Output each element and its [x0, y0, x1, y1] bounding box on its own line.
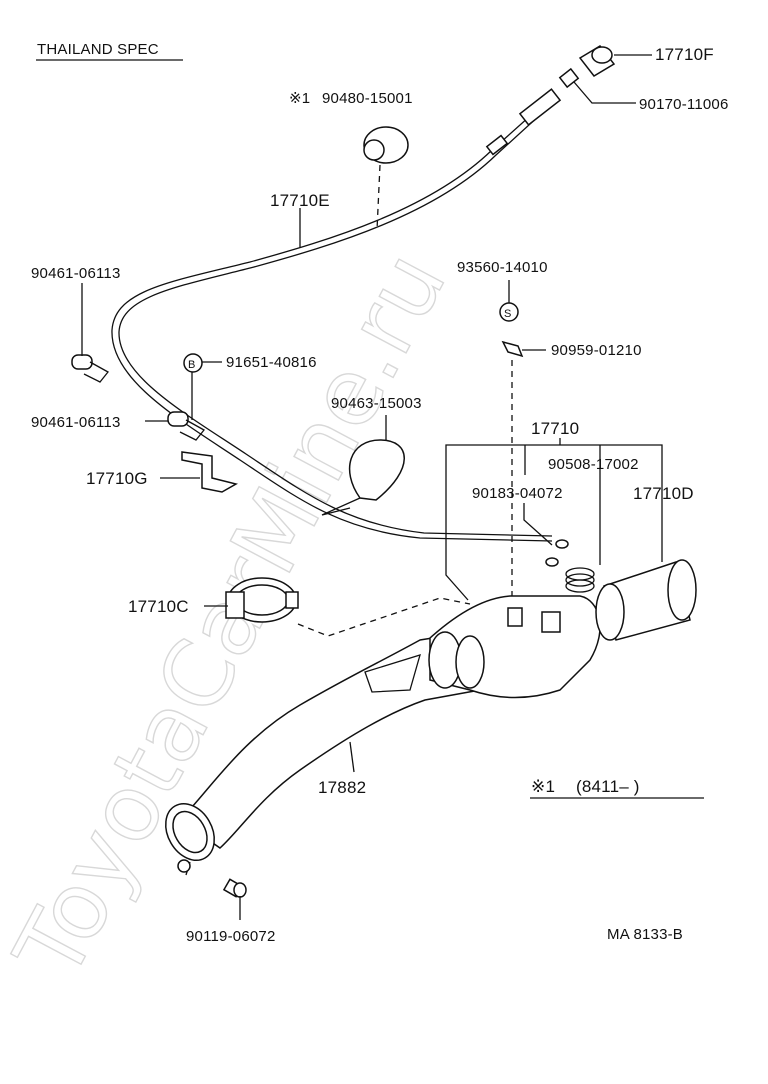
label-90461-06113-upper: 90461-06113	[31, 265, 121, 282]
footnote-mark: ※1	[531, 777, 555, 796]
bracket-17710G[interactable]	[181, 451, 238, 493]
label-93560-14010: 93560-14010	[457, 259, 548, 276]
clamp-90461-06113-upper[interactable]	[71, 354, 109, 383]
label-90170-11006: 90170-11006	[639, 96, 729, 113]
label-90461-06113-lower: 90461-06113	[31, 414, 121, 431]
footnote-range: (8411– )	[576, 777, 640, 796]
label-90480-15001: 90480-15001	[322, 90, 413, 107]
label-17710G: 17710G	[86, 469, 148, 488]
label-90463-15003: 90463-15003	[331, 395, 422, 412]
marker-s-text: S	[504, 308, 512, 320]
marker-s: S	[499, 302, 519, 322]
washer-90183-04072[interactable]	[545, 539, 569, 567]
nut-90170-11006[interactable]	[558, 67, 580, 89]
bolt-90119-06072[interactable]	[222, 878, 247, 898]
clip-90959-01210[interactable]	[501, 340, 524, 358]
hose-clamp-17710C[interactable]	[225, 577, 299, 623]
label-17710D: 17710D	[633, 484, 694, 503]
label-91651-40816: 91651-40816	[226, 354, 317, 371]
label-90183-04072: 90183-04072	[472, 485, 563, 502]
hose-17710D[interactable]	[595, 559, 697, 641]
drawing-code: MA 8133-B	[607, 926, 683, 943]
marker-b: B	[183, 353, 203, 373]
cable-band-90463-15003[interactable]	[321, 439, 405, 516]
marker-b-text: B	[188, 359, 196, 371]
label-17710F: 17710F	[655, 45, 714, 64]
label-17710C: 17710C	[128, 597, 189, 616]
cable-end-knob-17710F[interactable]	[578, 45, 616, 77]
label-90119-06072: 90119-06072	[186, 928, 276, 945]
label-17710: 17710	[531, 419, 579, 438]
spec-label: THAILAND SPEC	[37, 41, 159, 58]
grommet-90480-15001[interactable]	[363, 126, 409, 164]
intake-connector-17710[interactable]	[428, 595, 601, 699]
spring-90508-17002[interactable]	[565, 567, 595, 593]
throttle-cable[interactable]	[111, 88, 562, 542]
label-17882: 17882	[318, 778, 366, 797]
label-90508-17002: 90508-17002	[548, 456, 639, 473]
leader-lines	[81, 54, 663, 920]
label-90959-01210: 90959-01210	[551, 342, 642, 359]
label-17710E: 17710E	[270, 191, 330, 210]
label-90480-mark: ※1	[289, 90, 310, 107]
clamp-90461-06113-lower[interactable]	[167, 411, 205, 441]
intake-duct-17882[interactable]	[156, 631, 481, 876]
